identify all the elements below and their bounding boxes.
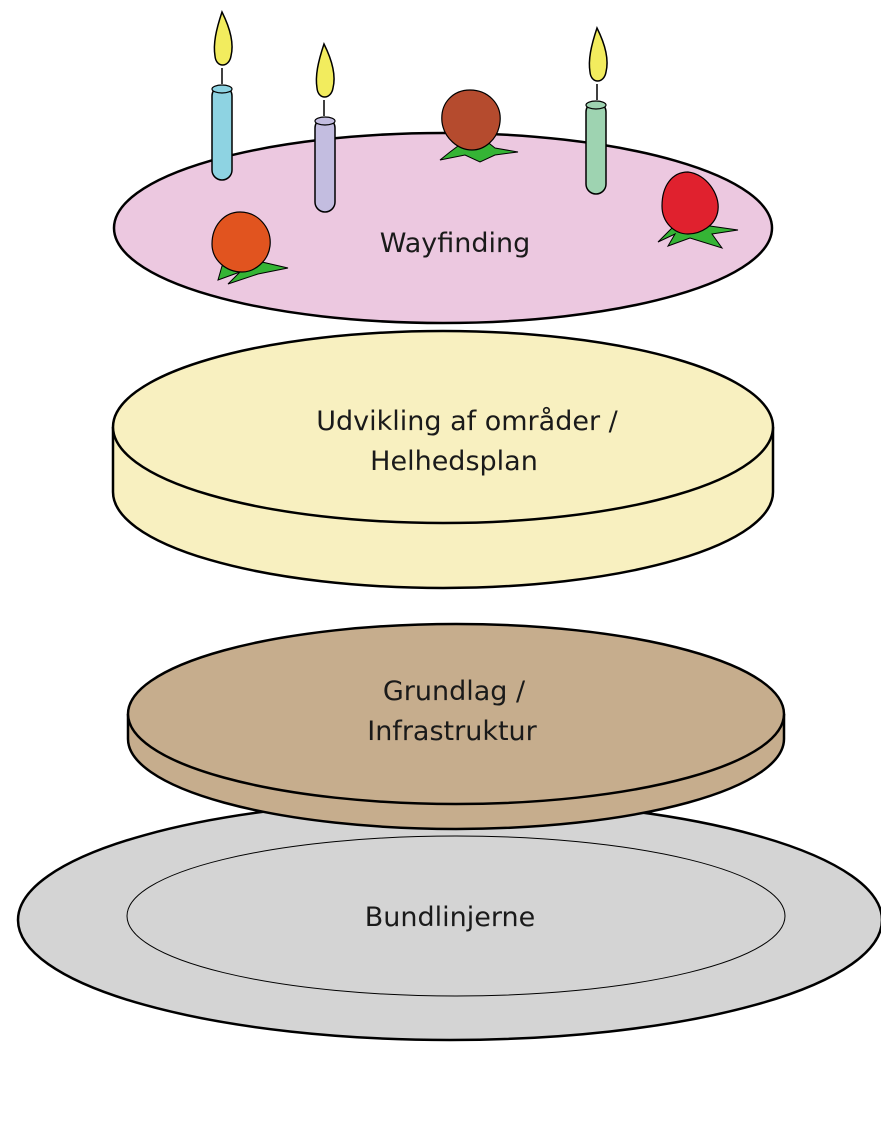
- candle-icon: [314, 117, 336, 213]
- base-layer: Grundlag / Infrastruktur: [126, 622, 786, 831]
- strawberry-3: [657, 171, 739, 249]
- base-label-line2: Infrastruktur: [367, 716, 537, 747]
- middle-label-line2: Helhedsplan: [370, 446, 538, 477]
- flame-icon: [588, 26, 608, 82]
- base-label-line1: Grundlag /: [383, 676, 526, 707]
- top-label: Wayfinding: [380, 228, 531, 259]
- flame-icon: [315, 42, 335, 98]
- strawberry-icon: [661, 171, 719, 235]
- plate-layer: Bundlinjerne: [16, 798, 881, 1042]
- strawberry-icon: [441, 89, 501, 151]
- top-layer: Wayfinding: [112, 10, 774, 325]
- middle-label-line1: Udvikling af områder /: [316, 406, 618, 437]
- middle-layer: Udvikling af områder / Helhedsplan: [111, 329, 775, 590]
- middle-top: [111, 329, 775, 525]
- flame-icon: [213, 10, 233, 66]
- plate-label: Bundlinjerne: [365, 902, 535, 933]
- candle-1: [211, 10, 233, 181]
- candle-icon: [585, 101, 607, 195]
- candle-3: [585, 26, 608, 195]
- plate-inner-rim: [126, 835, 786, 997]
- strawberry-icon: [211, 211, 271, 273]
- candle-icon: [211, 85, 233, 181]
- top-disc: [112, 131, 774, 325]
- strawberry-1: [439, 89, 519, 163]
- strawberry-2: [211, 211, 289, 285]
- base-top: [126, 622, 786, 806]
- candle-2: [314, 42, 336, 213]
